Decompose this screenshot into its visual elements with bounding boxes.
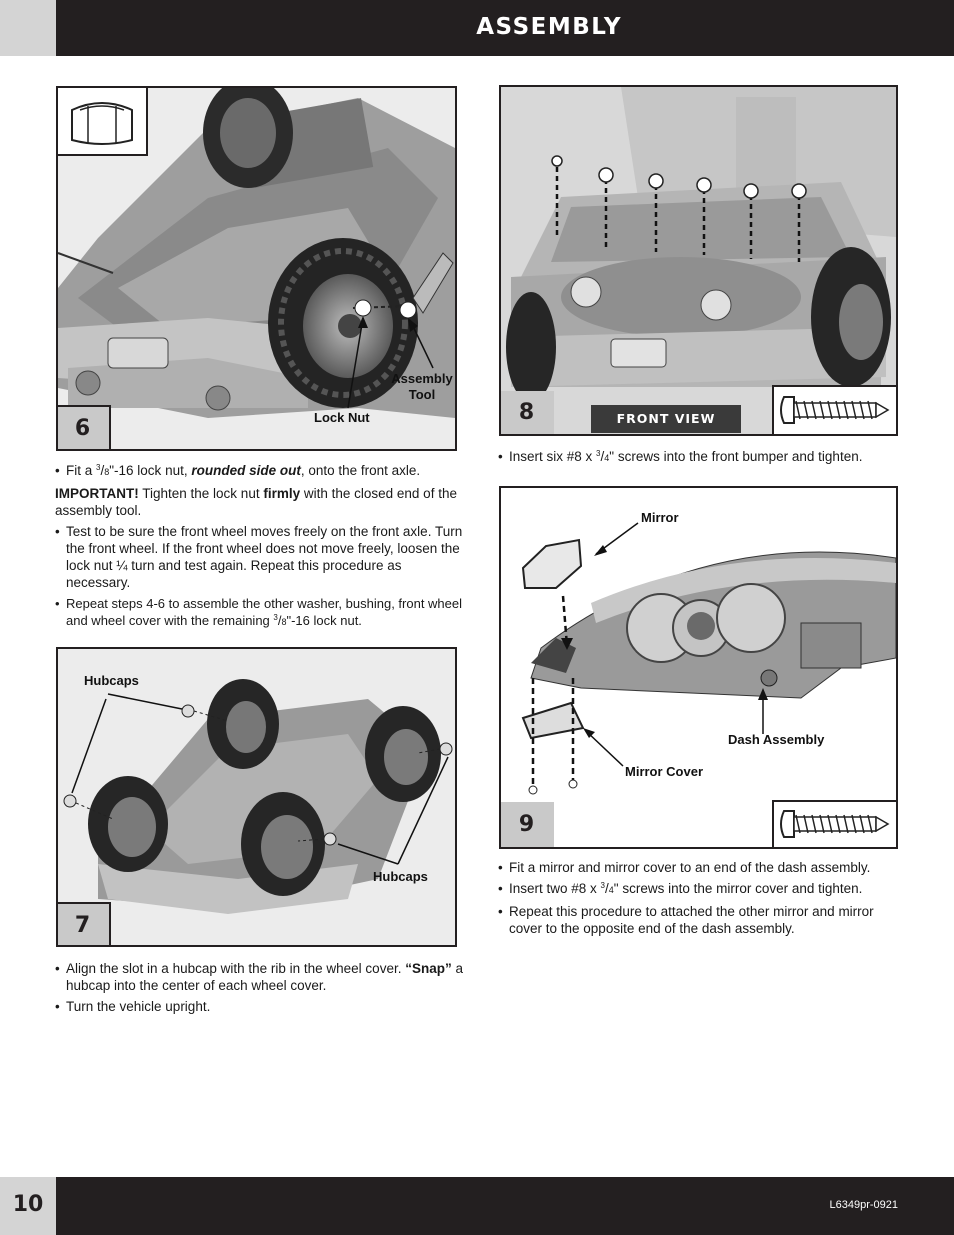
screw-inset: [772, 385, 896, 434]
imp-mid: Tighten the lock nut: [138, 486, 264, 501]
b1-pre: Insert six #8 x: [509, 449, 597, 464]
imp-firmly: firmly: [263, 486, 301, 501]
frac-den: 8: [281, 617, 287, 627]
fraction-3-8: 3/8: [273, 613, 287, 628]
step-9-bullet-1: Fit a mirror and mirror cover to an end …: [498, 859, 908, 876]
step-number-6: 6: [58, 405, 111, 449]
frac-num: 3: [273, 613, 278, 622]
header-tab: [0, 0, 56, 56]
car-front-bumper-drawing: [501, 87, 896, 434]
step-9-bullet-3: Repeat this procedure to attached the ot…: [498, 903, 908, 937]
b3-post: "-16 lock nut.: [286, 613, 362, 628]
hubcaps-callout-bottom: Hubcaps: [373, 869, 428, 884]
step-9-bullet-2: Insert two #8 x 3/4" screws into the mir…: [498, 880, 908, 899]
lock-nut-inset: [58, 88, 148, 156]
step-8-instructions: Insert six #8 x 3/4" screws into the fro…: [498, 448, 908, 467]
frac-den: 4: [604, 453, 610, 463]
fraction-3-8: 3/8: [96, 463, 110, 478]
step-6-bullet-3: Repeat steps 4-6 to assemble the other w…: [55, 595, 467, 631]
footer-bar: [56, 1177, 954, 1235]
fraction-3-4: 3/4: [600, 881, 614, 896]
frac-num: 3: [600, 881, 605, 890]
step-8-illustration: 8 FRONT VIEW: [499, 85, 898, 436]
car-underside-front-axle-drawing: [58, 88, 455, 449]
b1-mid: "-16 lock nut,: [109, 463, 192, 478]
frac-num: 3: [96, 463, 101, 472]
b2-pre: Insert two #8 x: [509, 881, 601, 896]
lock-nut-icon: [71, 102, 133, 145]
header-bar: [56, 0, 954, 56]
step-9-instructions: Fit a mirror and mirror cover to an end …: [498, 859, 908, 937]
b2-post: " screws into the mirror cover and tight…: [613, 881, 863, 896]
fraction-3-4: 3/4: [596, 449, 610, 464]
step-number-8: 8: [501, 391, 554, 434]
car-underside-hubcaps-drawing: [58, 649, 455, 945]
screw-icon: [780, 396, 890, 424]
step-7-bullet-1: Align the slot in a hubcap with the rib …: [55, 960, 467, 994]
page-number: 10: [0, 1177, 56, 1235]
snap-emphasis: “Snap”: [405, 961, 452, 976]
dash-assembly-callout: Dash Assembly: [728, 732, 825, 747]
b3-pre: Repeat steps 4-6 to assemble the other w…: [66, 596, 463, 628]
hubcaps-callout-top: Hubcaps: [84, 673, 139, 688]
step-6-bullet-2: Test to be sure the front wheel moves fr…: [55, 523, 467, 591]
assembly-tool-callout: Assembly Tool: [388, 371, 455, 403]
front-view-label: FRONT VIEW: [591, 405, 741, 433]
dash-mirror-drawing: [501, 488, 896, 847]
mirror-callout: Mirror: [641, 510, 679, 525]
b1-post: , onto the front axle.: [300, 463, 421, 478]
step-7-bullet-2: Turn the vehicle upright.: [55, 998, 467, 1015]
b1-emphasis: rounded side out: [191, 463, 301, 478]
step-7-instructions: Align the slot in a hubcap with the rib …: [55, 960, 467, 1015]
screw-icon: [780, 810, 890, 838]
step-9-illustration: Mirror Dash Assembly Mirror Cover 9: [499, 486, 898, 849]
step-6-bullet-1: Fit a 3/8"-16 lock nut, rounded side out…: [55, 462, 467, 481]
frac-den: 4: [608, 885, 614, 895]
step-number-7: 7: [58, 902, 111, 945]
step-number-9: 9: [501, 802, 554, 847]
assembly-tool-callout-line2: Tool: [408, 387, 436, 402]
b1-pre: Fit a: [66, 463, 97, 478]
step-6-instructions: Fit a 3/8"-16 lock nut, rounded side out…: [55, 462, 467, 631]
b1-post: a hubcap into the center of each wheel c…: [66, 961, 463, 993]
frac-num: 3: [596, 449, 601, 458]
step-6-important: IMPORTANT! Tighten the lock nut firmly w…: [55, 485, 467, 519]
b1-post: " screws into the front bumper and tight…: [609, 449, 863, 464]
step-8-bullet-1: Insert six #8 x 3/4" screws into the fro…: [498, 448, 908, 467]
document-code: L6349pr-0921: [829, 1199, 898, 1211]
step-7-illustration: 7 Hubcaps Hubcaps: [56, 647, 457, 947]
page-title: ASSEMBLY: [476, 14, 622, 40]
mirror-cover-callout: Mirror Cover: [625, 764, 704, 779]
lock-nut-callout: Lock Nut: [314, 410, 370, 425]
step-6-illustration: 6 Lock Nut Assembly Tool: [56, 86, 457, 451]
important-label: IMPORTANT!: [55, 486, 139, 501]
frac-den: 8: [104, 467, 110, 477]
assembly-tool-callout-line1: Assembly: [391, 371, 453, 386]
b1-pre: Align the slot in a hubcap with the rib …: [66, 961, 406, 976]
screw-inset: [772, 800, 896, 847]
imp-post: with the closed end of the assembly tool…: [55, 486, 457, 518]
